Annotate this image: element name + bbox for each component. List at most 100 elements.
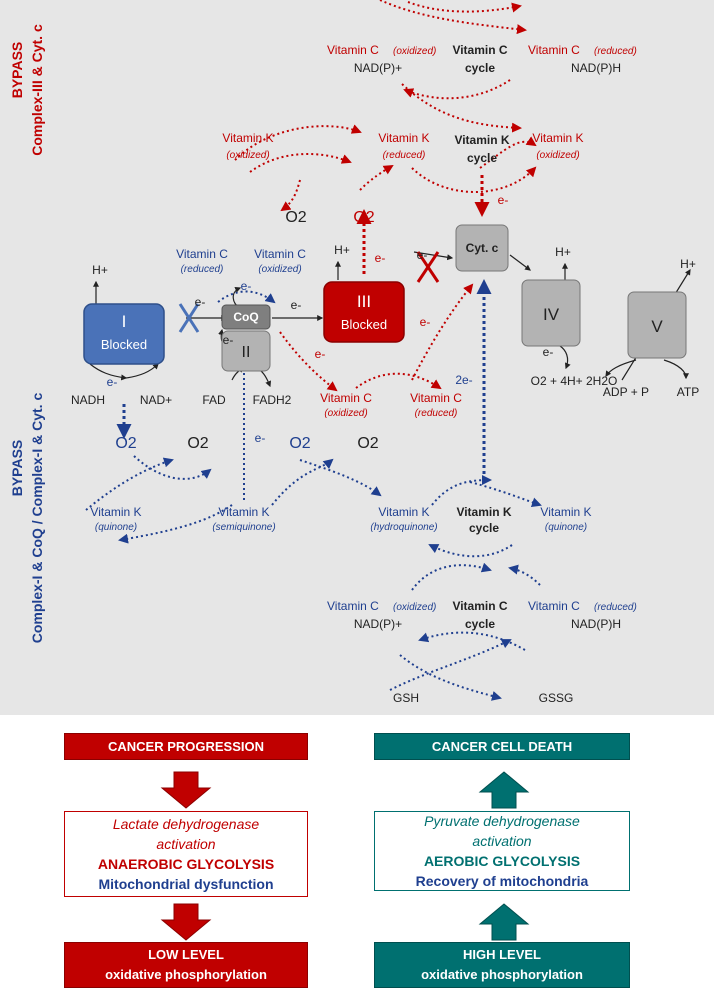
etc-black-labels: H+ H+ H+ H+ e- e- e- e- e- NADH NAD+ FAD…	[71, 243, 699, 407]
svg-text:(hydroquinone): (hydroquinone)	[370, 522, 437, 533]
svg-text:cycle: cycle	[465, 61, 495, 75]
svg-text:Vitamin C: Vitamin C	[410, 391, 462, 405]
bypass-top-label: BYPASS Complex-III & Cyt. c	[9, 24, 45, 156]
block-x-cytc	[416, 251, 440, 283]
svg-text:(reduced): (reduced)	[594, 602, 637, 613]
svg-text:Vitamin C: Vitamin C	[452, 599, 507, 613]
low-level-oxphos-box: LOW LEVEL oxidative phosphorylation	[64, 942, 308, 988]
oxygen-top: O2	[285, 209, 306, 226]
svg-text:Complex-III & Cyt. c: Complex-III & Cyt. c	[29, 24, 45, 156]
adp: ADP + P	[603, 385, 649, 399]
high-level-oxphos-box: HIGH LEVEL oxidative phosphorylation	[374, 942, 630, 988]
red-labels: Vitamin C (oxidized) Vitamin C (reduced)…	[222, 43, 636, 419]
arrow-up-1	[478, 771, 530, 809]
svg-text:(oxidized): (oxidized)	[258, 264, 301, 275]
e-iv: e-	[543, 345, 554, 359]
superoxide-mid: O2	[289, 435, 310, 452]
svg-text:BYPASS: BYPASS	[9, 440, 25, 497]
atp: ATP	[677, 385, 699, 399]
e-iii-o2: e-	[375, 251, 386, 265]
complex-ii-box	[221, 330, 271, 372]
svg-text:Vitamin K: Vitamin K	[378, 505, 429, 519]
complex-v-roman: V	[651, 317, 663, 336]
fadh2: FADH2	[253, 393, 292, 407]
svg-text:cycle: cycle	[465, 617, 495, 631]
blue-labels: Vitamin C (reduced) Vitamin C (oxidized)…	[90, 247, 636, 613]
svg-text:Vitamin C: Vitamin C	[528, 599, 580, 613]
complex-ii-roman: II	[242, 344, 251, 361]
arrow-down-2	[160, 903, 212, 941]
svg-text:cycle: cycle	[467, 151, 497, 165]
complex-i-status: Blocked	[101, 337, 147, 352]
complex-i-box	[83, 303, 165, 365]
complex-iv-roman: IV	[543, 305, 560, 324]
bottom-cycle-black-labels: O2 O2 Vitamin K cycle NAD(P)+ NAD(P)H Vi…	[187, 435, 621, 705]
svg-text:Vitamin K: Vitamin K	[454, 133, 509, 147]
svg-text:Vitamin C: Vitamin C	[528, 43, 580, 57]
block-x-coq	[178, 303, 200, 333]
cancer-cell-death-box: CANCER CELL DEATH	[374, 733, 630, 760]
complex-iv-box	[521, 279, 581, 347]
nadh: NADH	[71, 393, 105, 407]
svg-text:Complex-I & CoQ / Complex-I &: Complex-I & CoQ / Complex-I & Cyt. c	[29, 393, 45, 644]
svg-text:(quinone): (quinone)	[95, 522, 137, 533]
svg-text:(quinone): (quinone)	[545, 522, 587, 533]
svg-text:NAD(P)+: NAD(P)+	[354, 61, 402, 75]
coq-box	[221, 304, 271, 330]
svg-text:(semiquinone): (semiquinone)	[212, 522, 275, 533]
svg-text:Vitamin K: Vitamin K	[218, 505, 269, 519]
e-vitk-cytc: e-	[498, 193, 509, 207]
complex-i-roman: I	[122, 312, 127, 331]
e-coq-iii: e-	[291, 298, 302, 312]
e-vitc-coq: e-	[241, 279, 252, 293]
svg-text:(reduced): (reduced)	[415, 408, 458, 419]
complex-v-box	[627, 291, 687, 359]
svg-text:Vitamin C: Vitamin C	[254, 247, 306, 261]
svg-text:Vitamin K: Vitamin K	[456, 505, 511, 519]
two-e-vitk-cytc: 2e-	[455, 373, 472, 387]
cancer-progression-box: CANCER PROGRESSION	[64, 733, 308, 760]
cytc-label: Cyt. c	[466, 241, 499, 255]
e-ii-vitc: e-	[315, 347, 326, 361]
svg-text:Vitamin C: Vitamin C	[176, 247, 228, 261]
coq-label: CoQ	[233, 310, 258, 324]
e-ii: e-	[223, 333, 234, 347]
electron-flow-arrows	[89, 251, 689, 388]
svg-text:Vitamin K: Vitamin K	[540, 505, 591, 519]
superoxide-left: O2	[115, 435, 136, 452]
svg-text:(reduced): (reduced)	[594, 46, 637, 57]
oxygen-mid: O2	[357, 435, 378, 452]
svg-text:NAD(P)H: NAD(P)H	[571, 617, 621, 631]
svg-text:GSH: GSH	[393, 691, 419, 705]
aerobic-glycolysis-box: Pyruvate dehydrogenase activation AEROBI…	[374, 811, 630, 891]
arrow-down-1	[160, 771, 212, 809]
svg-text:(oxidized): (oxidized)	[393, 602, 436, 613]
svg-text:BYPASS: BYPASS	[9, 42, 25, 99]
top-red-cycles	[234, 0, 537, 392]
svg-text:Vitamin K: Vitamin K	[378, 131, 429, 145]
bottom-blue-cycles	[85, 279, 542, 701]
svg-text:(reduced): (reduced)	[181, 264, 224, 275]
svg-text:NAD(P)H: NAD(P)H	[571, 61, 621, 75]
svg-text:Vitamin C: Vitamin C	[327, 599, 379, 613]
e-i-o2: e-	[107, 375, 118, 389]
svg-text:Vitamin C: Vitamin C	[320, 391, 372, 405]
arrow-up-2	[478, 903, 530, 941]
oxygen-left: O2	[187, 435, 208, 452]
e-vitc-cytc: e-	[420, 315, 431, 329]
complex-iii-roman: III	[357, 292, 371, 311]
svg-text:NAD(P)+: NAD(P)+	[354, 617, 402, 631]
e-vitk-coq: e-	[255, 431, 266, 445]
fad: FAD	[202, 393, 226, 407]
svg-text:cycle: cycle	[469, 521, 499, 535]
top-cycle-black-labels: NAD(P)+ NAD(P)H Vitamin C cycle Vitamin …	[285, 43, 621, 226]
bypass-bottom-label: BYPASS Complex-I & CoQ / Complex-I & Cyt…	[9, 393, 45, 644]
complex-iii-box	[323, 281, 405, 343]
svg-text:Vitamin C: Vitamin C	[452, 43, 507, 57]
e-i-coq: e-	[195, 295, 206, 309]
svg-text:GSSG: GSSG	[539, 691, 574, 705]
svg-text:Vitamin K: Vitamin K	[90, 505, 141, 519]
water-equation: O2 + 4H+ 2H2O	[531, 374, 618, 388]
svg-text:(oxidized): (oxidized)	[226, 150, 269, 161]
